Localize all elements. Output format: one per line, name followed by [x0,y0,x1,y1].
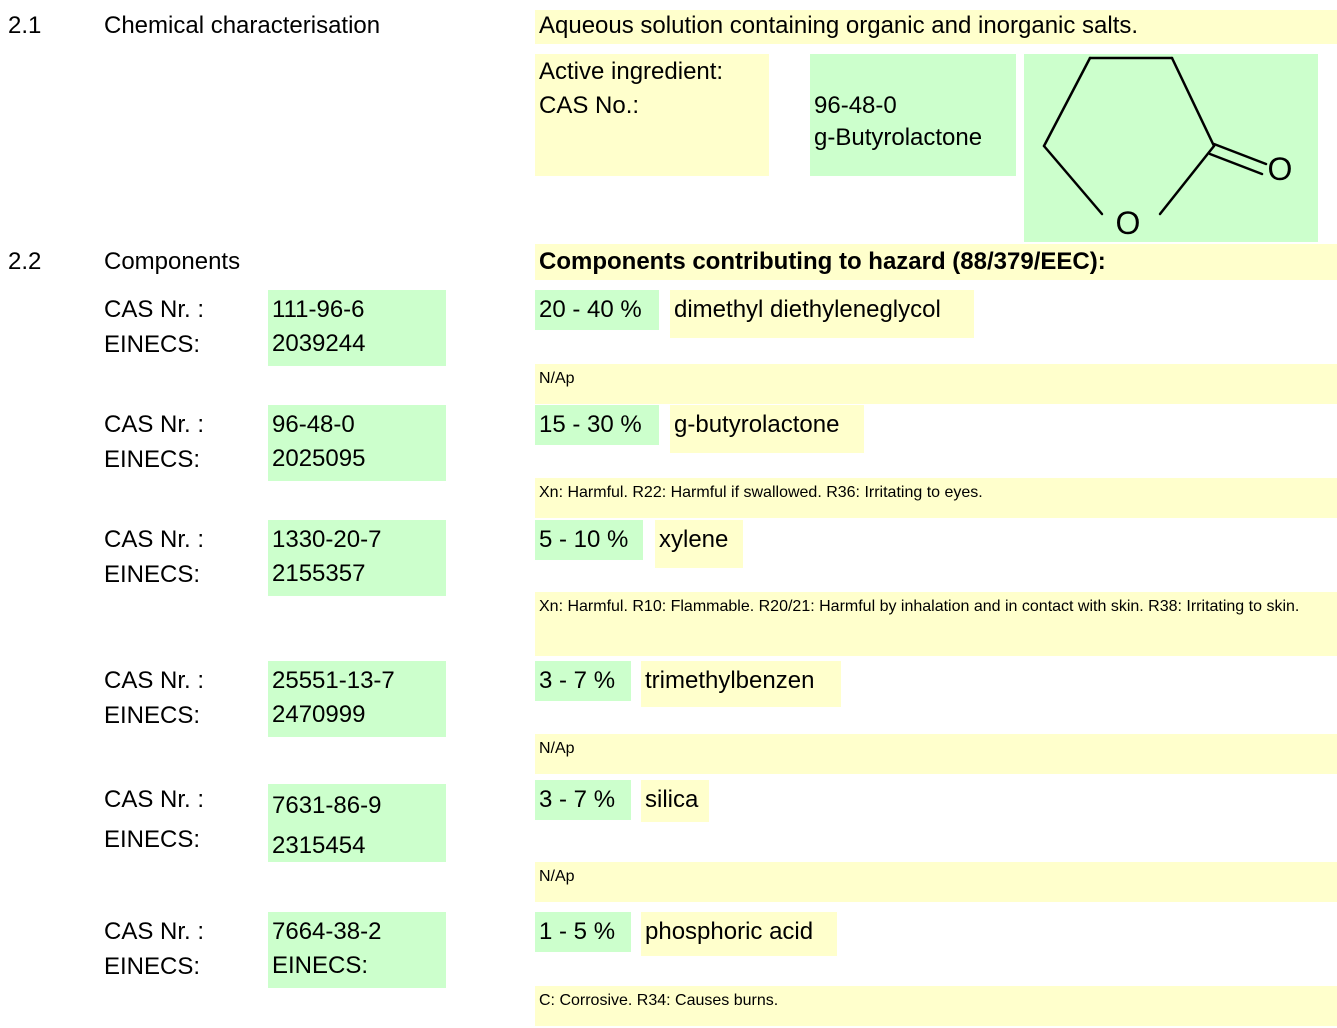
component-cas: 96-48-0 [272,411,355,438]
component-percent: 5 - 10 % [535,520,643,560]
component-einecs: 2039244 [272,330,366,357]
einecs-label: EINECS: [104,561,201,588]
component-cas: 25551-13-7 [272,667,395,694]
component-cas: 111-96-6 [272,296,365,323]
component-name: g-butyrolactone [670,405,864,453]
component-cas: 7631-86-9 [272,792,382,819]
hazard-heading: Components contributing to hazard (88/37… [535,244,1337,280]
structure-box: O O [1024,54,1318,242]
component-einecs: 2315454 [272,832,366,859]
component-classification: N/Ap [535,862,1337,902]
bond-upper-left [1042,56,1092,148]
component-classification: Xn: Harmful. R10: Flammable. R20/21: Har… [535,592,1337,656]
cas-value: 96-48-0 [814,92,897,119]
component-einecs: 2470999 [272,701,366,728]
component-id-box: 7664-38-2 EINECS: [268,912,446,988]
bond-lower-right [1158,144,1216,216]
component-id-box: 1330-20-7 2155357 [268,520,446,596]
component-name: dimethyl diethyleneglycol [670,290,974,338]
component-id-box: 25551-13-7 2470999 [268,661,446,737]
component-percent: 3 - 7 % [535,661,631,701]
einecs-label: EINECS: [104,953,201,980]
einecs-label: EINECS: [104,331,201,358]
component-einecs: EINECS: [272,952,369,979]
active-ingredient-box: Active ingredient: CAS No.: [535,54,769,176]
section-2-2-title: Components [104,248,241,275]
cas-label: CAS No.: [539,92,640,119]
component-classification: C: Corrosive. R34: Causes burns. [535,986,1337,1026]
component-id-box: 7631-86-9 2315454 [268,784,446,862]
component-cas: 7664-38-2 [272,918,382,945]
component-percent: 3 - 7 % [535,780,631,820]
section-2-1-title: Chemical characterisation [104,12,381,39]
component-einecs: 2025095 [272,445,366,472]
component-name: phosphoric acid [641,912,837,956]
section-2-2-number: 2.2 [8,248,42,275]
butyrolactone-structure-diagram: O O [1042,56,1293,241]
bond-carbonyl-b [1208,152,1264,176]
einecs-label: EINECS: [104,446,201,473]
ring-oxygen-label: O [1116,205,1141,241]
carbonyl-oxygen-label: O [1268,151,1293,187]
component-id-box: 111-96-6 2039244 [268,290,446,366]
cas-label: CAS Nr. : [104,918,205,945]
component-classification: Xn: Harmful. R22: Harmful if swallowed. … [535,478,1337,518]
component-classification: N/Ap [535,364,1337,404]
cas-label: CAS Nr. : [104,296,205,323]
ingredient-name: g-Butyrolactone [814,124,983,151]
description: Aqueous solution containing organic and … [535,10,1337,44]
cas-label: CAS Nr. : [104,411,205,438]
component-cas: 1330-20-7 [272,526,382,553]
section-2-1-number: 2.1 [8,12,42,39]
component-classification: N/Ap [535,734,1337,774]
component-name: trimethylbenzen [641,661,841,707]
component-percent: 1 - 5 % [535,912,631,952]
component-percent: 20 - 40 % [535,290,659,330]
component-percent: 15 - 30 % [535,405,659,445]
cas-label: CAS Nr. : [104,667,205,694]
component-name: silica [641,780,709,822]
component-einecs: 2155357 [272,560,366,587]
bond-carbonyl-a [1212,142,1268,166]
component-name: xylene [655,520,743,568]
bond-upper-right [1170,56,1216,148]
einecs-label: EINECS: [104,702,201,729]
ingredient-box: 96-48-0 g-Butyrolactone [810,54,1016,176]
bond-lower-left [1042,144,1104,216]
cas-label: CAS Nr. : [104,786,205,813]
einecs-label: EINECS: [104,826,201,853]
component-id-box: 96-48-0 2025095 [268,405,446,481]
cas-label: CAS Nr. : [104,526,205,553]
active-ingredient-label: Active ingredient: [539,58,724,85]
